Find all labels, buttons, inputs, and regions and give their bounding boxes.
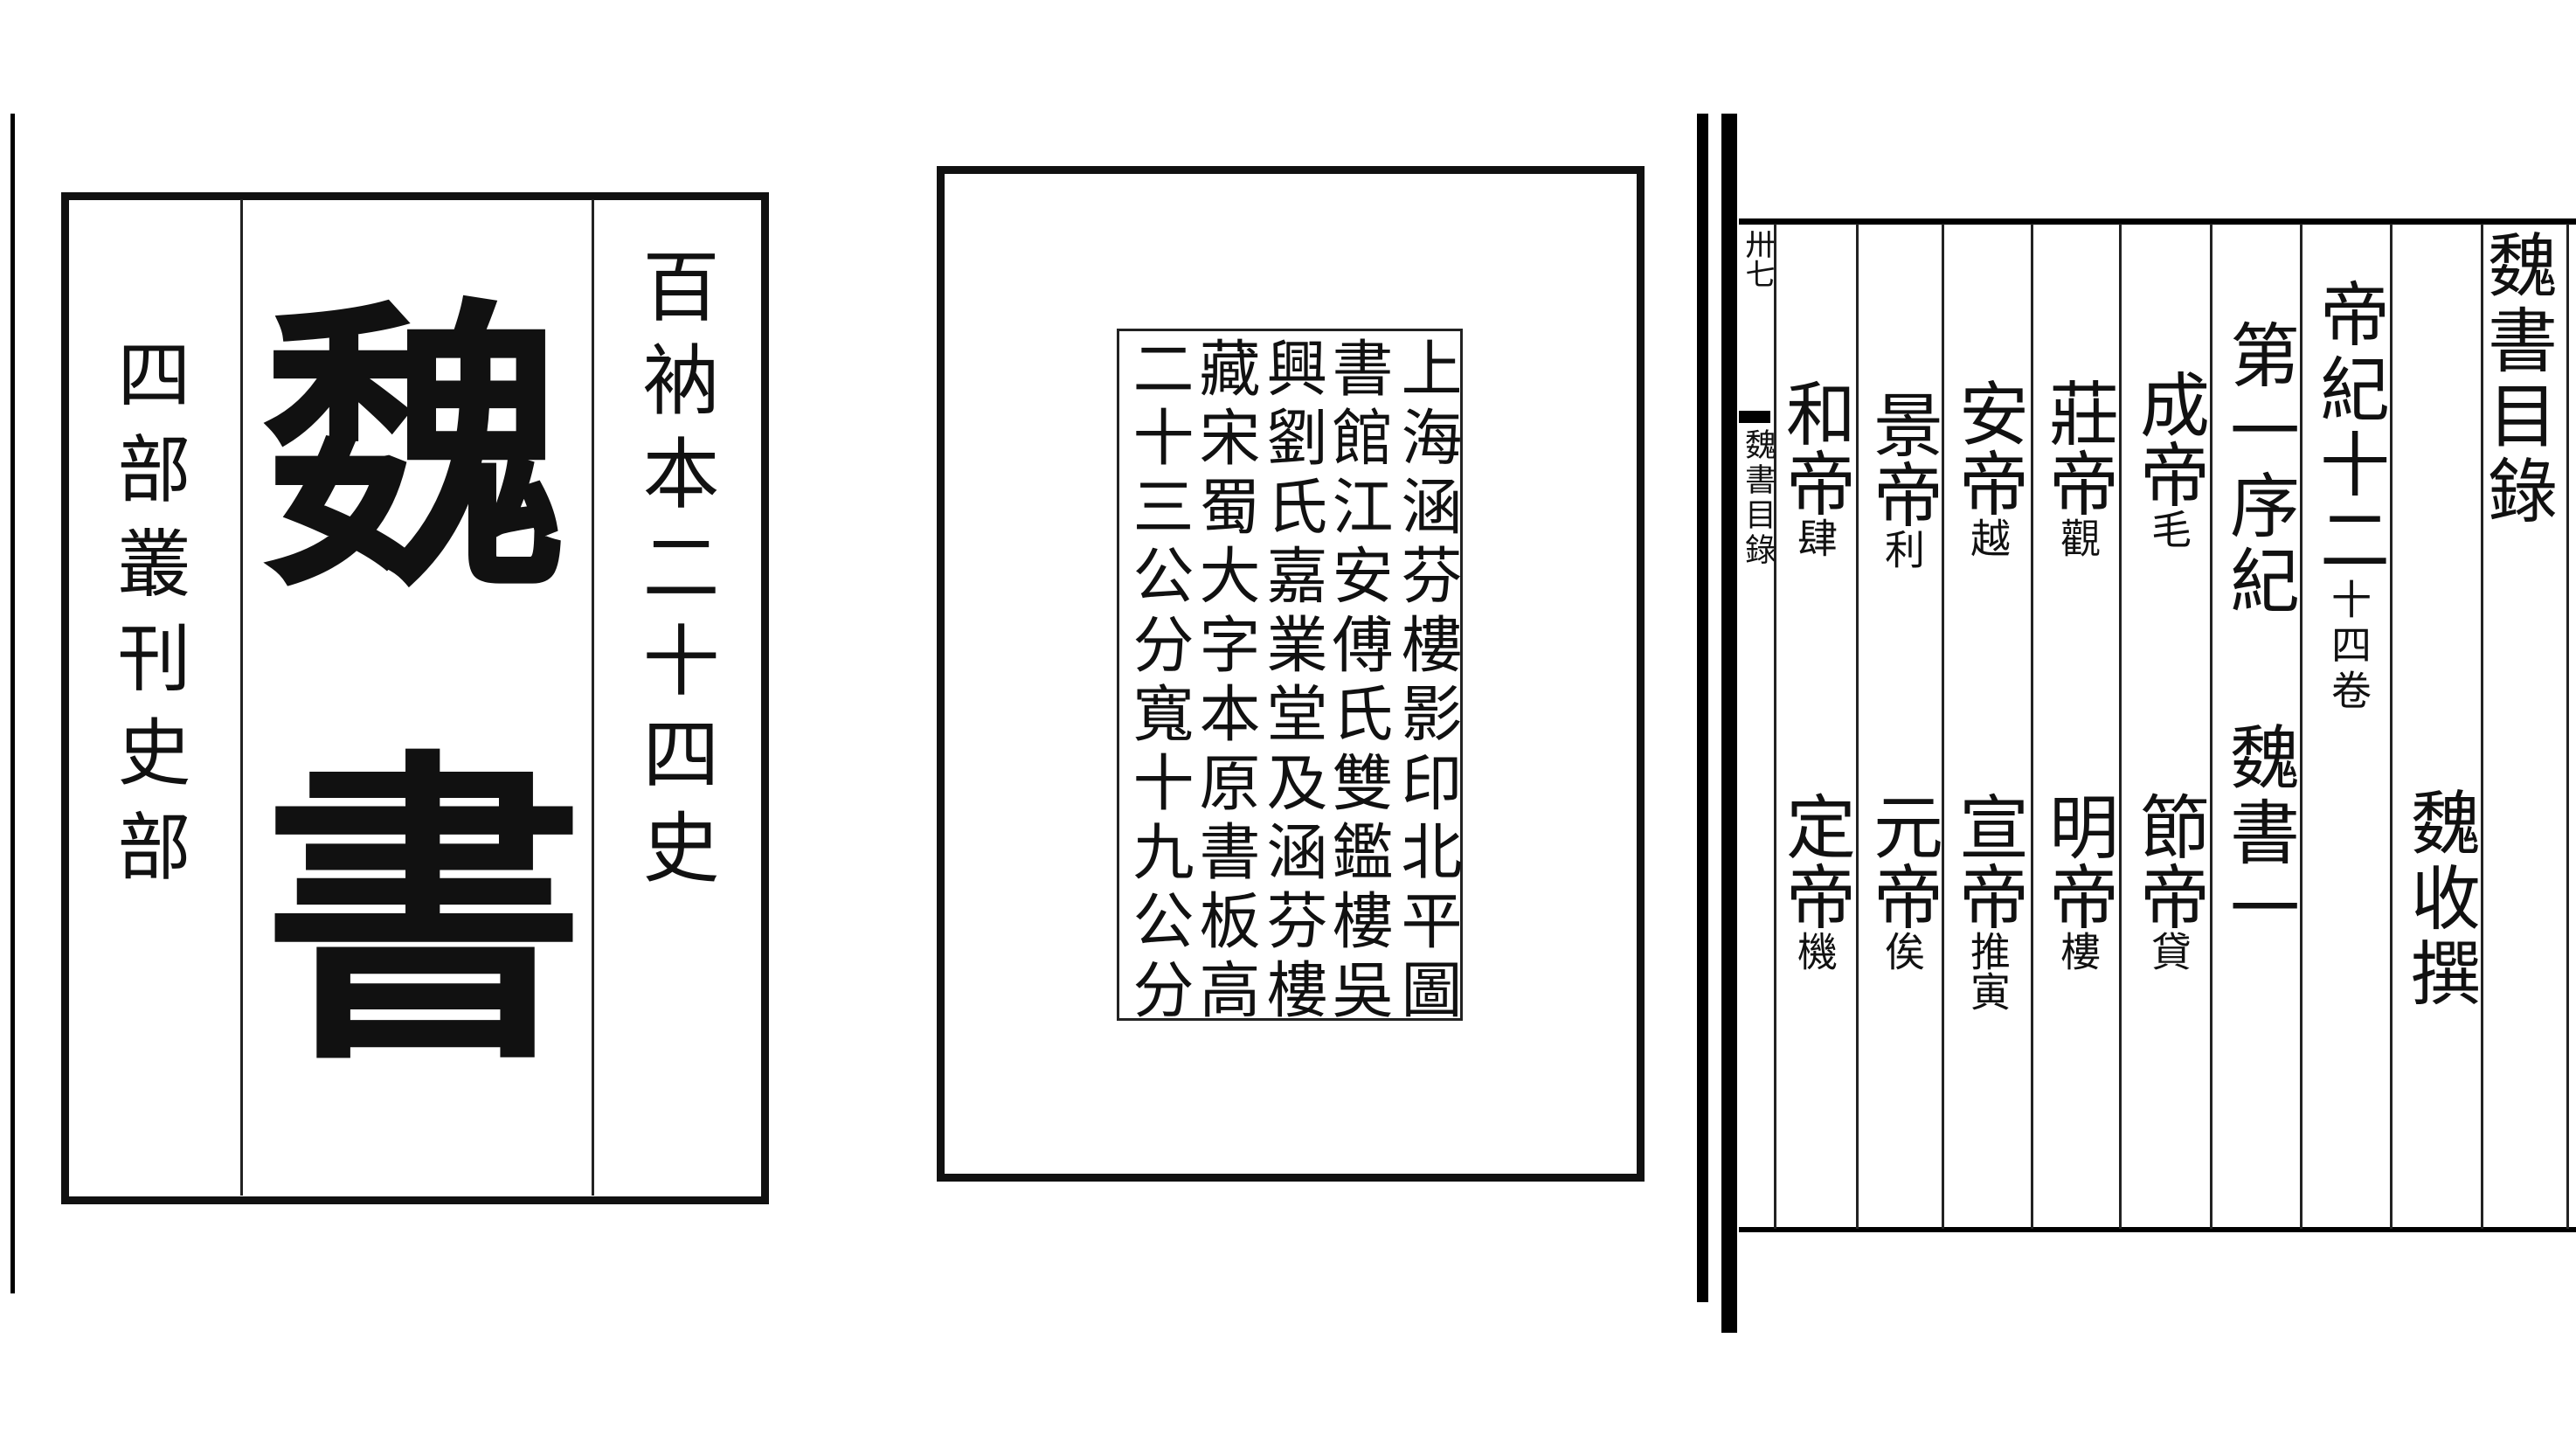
emperor-entry: 和帝肆 xyxy=(1775,378,1856,558)
colophon-inner-box xyxy=(1117,329,1463,1021)
emperor-title: 莊帝 xyxy=(2038,378,2119,517)
emperor-personal-name: 利 xyxy=(1879,529,1926,569)
emperor-entry: 景帝利 xyxy=(1862,389,1943,569)
emperor-personal-name: 樓 xyxy=(2054,931,2102,971)
chapter-heading: 第一序紀 xyxy=(2219,319,2300,620)
rule-line xyxy=(2390,224,2392,1229)
rule-line xyxy=(1856,224,1859,1229)
margin-volume-number: 卅七 xyxy=(1740,229,1775,288)
emperor-personal-name: 貸 xyxy=(2145,931,2192,971)
emperor-entry: 莊帝觀 xyxy=(2038,378,2119,558)
colophon-line-3: 興劉氏嘉業堂及涵芬樓 xyxy=(1257,336,1328,1027)
bottom-border xyxy=(1739,1227,2576,1232)
binding-line xyxy=(1721,114,1737,1333)
rule-line xyxy=(2031,224,2033,1229)
emperor-title: 定帝 xyxy=(1775,791,1856,931)
emperor-personal-name: 機 xyxy=(1791,931,1839,971)
colophon-line-5: 二十三公分寬十九公分 xyxy=(1123,336,1195,1027)
book-title-char-1: 魏 xyxy=(262,270,568,630)
section-note: 十四卷 xyxy=(2325,579,2372,715)
emperor-entry: 成帝毛 xyxy=(2129,369,2210,549)
rule-line xyxy=(1774,224,1776,1229)
volume-label: 魏書一 xyxy=(2219,721,2300,946)
colophon-outer-frame xyxy=(937,166,1645,1182)
emperor-entry: 明帝樓 xyxy=(2038,791,2119,971)
emperor-personal-name: 越 xyxy=(1964,517,2012,558)
emperor-personal-name: 推寅 xyxy=(1964,931,2012,1011)
contents-title: 魏書目錄 xyxy=(2476,229,2558,530)
rule-line xyxy=(2300,224,2302,1229)
emperor-entry: 定帝機 xyxy=(1775,791,1856,971)
colophon-line-2: 書館江安傅氏雙鑑樓吳 xyxy=(1322,336,1394,1027)
section-main: 帝紀十二 xyxy=(2309,278,2390,579)
colophon-line-4: 藏宋蜀大字本原書板高 xyxy=(1189,336,1261,1027)
section-heading: 帝紀十二十四卷 xyxy=(2309,278,2390,715)
emperor-title: 明帝 xyxy=(2038,791,2119,931)
emperor-entry: 節帝貸 xyxy=(2129,791,2210,971)
binding-line xyxy=(1697,114,1708,1302)
rule-line xyxy=(2481,224,2483,1229)
rule-line xyxy=(2210,224,2212,1229)
emperor-personal-name: 毛 xyxy=(2145,509,2192,549)
emperor-title: 景帝 xyxy=(1862,389,1943,529)
emperor-title: 節帝 xyxy=(2129,791,2210,931)
rule-line xyxy=(2119,224,2122,1229)
page-edge-line xyxy=(10,114,15,1293)
emperor-title: 宣帝 xyxy=(1948,791,2029,931)
emperor-personal-name: 俟 xyxy=(1879,931,1926,971)
column-divider xyxy=(240,199,243,1196)
emperor-entry: 宣帝推寅 xyxy=(1948,791,2029,1011)
colophon-line-1: 上海涵芬樓影印北平圖 xyxy=(1391,336,1463,1027)
collection-label: 四部叢刊史部 xyxy=(106,336,191,903)
emperor-title: 元帝 xyxy=(1862,791,1943,931)
margin-fishtail-mark xyxy=(1739,411,1770,423)
rule-line xyxy=(2566,224,2569,1229)
emperor-entry: 元帝俟 xyxy=(1862,791,1943,971)
emperor-entry: 安帝越 xyxy=(1948,378,2029,558)
margin-label: 魏書目錄 xyxy=(1740,428,1776,568)
emperor-personal-name: 觀 xyxy=(2054,517,2102,558)
emperor-title: 和帝 xyxy=(1775,378,1856,517)
author-credit: 魏收撰 xyxy=(2399,787,2481,1012)
emperor-title: 安帝 xyxy=(1948,378,2029,517)
top-border xyxy=(1739,218,2576,225)
emperor-title: 成帝 xyxy=(2129,369,2210,509)
rule-line xyxy=(1942,224,1944,1229)
emperor-personal-name: 肆 xyxy=(1791,517,1839,558)
cover-frame xyxy=(61,192,769,1204)
book-title-char-2: 書 xyxy=(262,724,585,1103)
column-divider xyxy=(592,199,594,1196)
series-title: 百衲本二十四史 xyxy=(630,246,720,901)
